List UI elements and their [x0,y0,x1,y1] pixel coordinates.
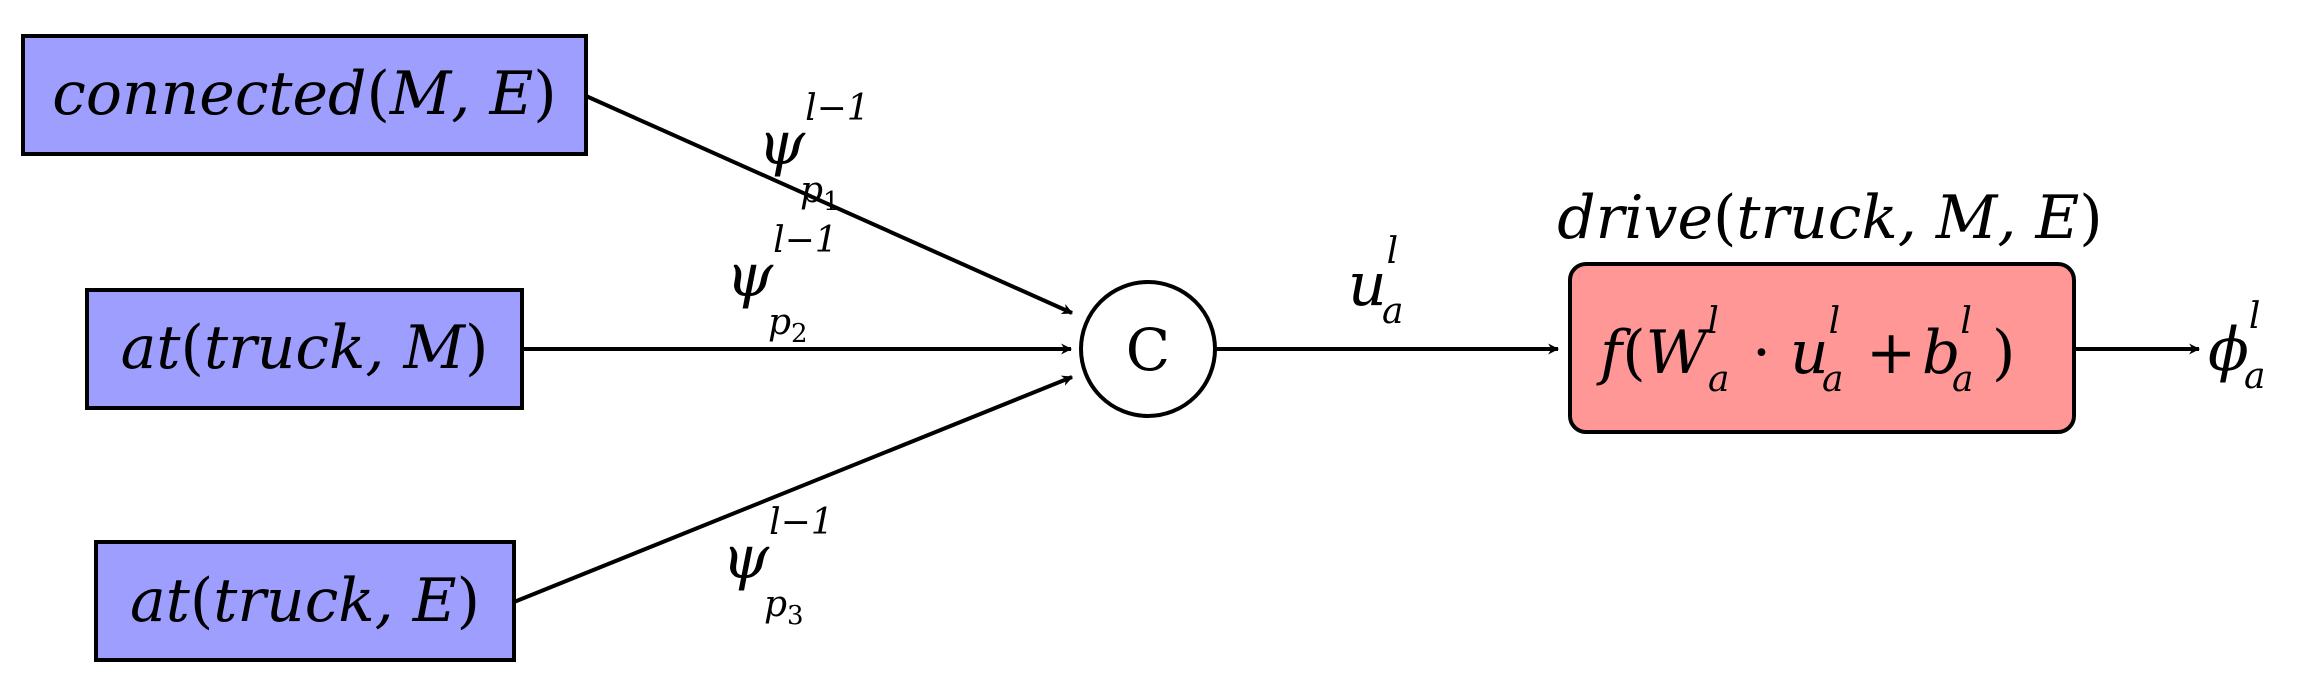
action-title: drive(truck, M, E) [1557,183,2102,253]
edge-at-truck-e-to-concat [513,375,1074,604]
input-node-at-truck-m: at(truck, M) [85,288,524,410]
concat-circle [1079,280,1217,418]
input-label-at-truck-m: at(truck, M) [121,313,489,383]
input-node-connected: connected(M, E) [21,34,588,156]
action-box [1568,262,2076,434]
input-label-connected: connected(M, E) [52,59,556,129]
concat-node: C [1079,280,1217,418]
input-label-at-truck-e: at(truck, E) [130,566,480,636]
concat-label: C [1126,316,1170,384]
input-box-connected [21,34,588,156]
input-node-at-truck-e: at(truck, E) [94,540,516,662]
input-box-at-truck-e [94,540,516,662]
input-box-at-truck-m [85,288,524,410]
edge-connected-to-concat [585,94,1074,315]
